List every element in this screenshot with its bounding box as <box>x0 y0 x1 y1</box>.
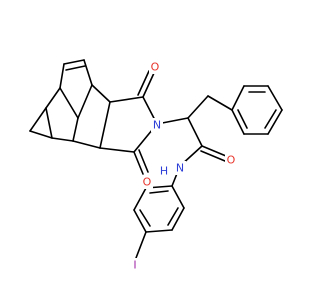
bond <box>29 130 53 139</box>
bond <box>91 84 111 103</box>
bond <box>135 231 147 259</box>
bond <box>59 63 65 89</box>
oxygen-bottom-label: O <box>143 176 152 189</box>
iodine-label: I <box>133 259 136 272</box>
bond <box>231 109 245 135</box>
bond <box>145 229 173 233</box>
oxygen-top-label: O <box>151 61 160 74</box>
nitrogen-amide-label: N <box>176 162 184 175</box>
bond <box>45 107 53 139</box>
bond <box>187 95 209 119</box>
bond <box>29 107 47 132</box>
bond <box>133 151 144 175</box>
bond <box>237 109 248 129</box>
bond <box>109 96 144 103</box>
bond <box>264 109 277 129</box>
bond <box>83 59 93 86</box>
bond <box>59 87 79 119</box>
molecule-structure: O O N O N H I <box>29 59 283 272</box>
bond <box>138 149 149 173</box>
bond <box>65 65 86 71</box>
bond <box>63 59 85 65</box>
nitrogen-imide-label: N <box>153 119 161 132</box>
bond <box>149 190 169 194</box>
bond <box>133 187 147 211</box>
hydrogen-amide-label: H <box>160 165 168 178</box>
bond <box>267 85 283 111</box>
bond <box>201 145 227 157</box>
bond <box>171 207 185 231</box>
bond <box>167 207 179 226</box>
bond <box>137 70 150 96</box>
bond <box>99 101 111 149</box>
bonds <box>29 59 283 259</box>
bond <box>231 85 245 111</box>
bond <box>72 140 101 149</box>
oxygen-amide-label: O <box>227 154 236 167</box>
bond <box>171 185 185 209</box>
bond <box>99 147 135 153</box>
bond <box>77 84 93 119</box>
atom-labels: O O N O N H I <box>129 60 237 272</box>
bond <box>207 95 233 111</box>
bond <box>200 150 226 162</box>
bond <box>142 72 155 98</box>
bond <box>45 87 61 109</box>
bond <box>133 209 147 233</box>
bond <box>139 209 151 227</box>
bond <box>187 117 203 147</box>
bond <box>72 117 79 142</box>
bond <box>267 109 283 135</box>
bond <box>51 137 74 142</box>
